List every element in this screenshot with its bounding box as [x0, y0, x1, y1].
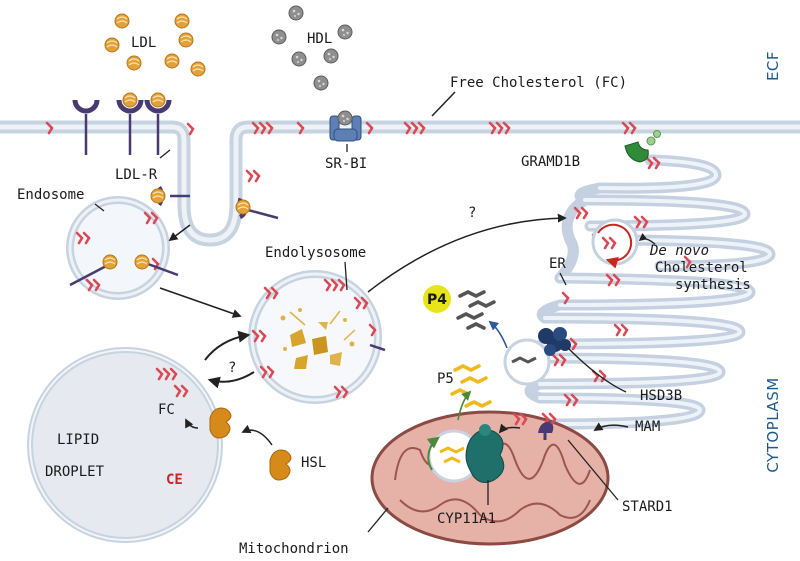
droplet-label: DROPLET [45, 464, 105, 480]
ce-label: CE [166, 472, 183, 488]
lipid-label: LIPID [57, 432, 99, 448]
lipid-droplet [27, 347, 223, 543]
hsl-enzyme [209, 407, 292, 481]
sr-bi-label: SR-BI [325, 156, 367, 172]
stard1-protein [538, 422, 554, 440]
gramd1b-label: GRAMD1B [521, 154, 580, 170]
ldl-label: LDL [131, 35, 156, 51]
droplet-to-endolysosome-arrow [204, 330, 251, 361]
er-label: ER [549, 256, 566, 272]
mitochondrion-label: Mitochondrion [239, 541, 349, 557]
fc-label: FC [158, 402, 175, 418]
question-left: ? [228, 360, 236, 376]
hdl-particles [271, 5, 353, 91]
hdl-label: HDL [307, 31, 332, 47]
endolysosome [248, 270, 386, 404]
hsd3b-circle [488, 320, 551, 386]
hsl-label: HSL [301, 455, 326, 471]
cyp11a1-enzyme [465, 424, 505, 483]
question-top: ? [468, 205, 476, 221]
p4-molecules [456, 290, 496, 330]
hsd3b-enzyme [538, 327, 571, 356]
cytoplasm-label: CYTOPLASM [764, 377, 782, 472]
cholesterol-label: Cholesterol [655, 260, 748, 276]
mito-p5-circle [426, 429, 481, 483]
ldl-r-label: LDL-R [115, 167, 158, 183]
endolysosome-label: Endolysosome [265, 245, 366, 261]
p4-label: P4 [427, 292, 447, 308]
de-novo-label: De novo [649, 243, 709, 259]
synthesis-label: synthesis [675, 277, 751, 293]
cyp11a1-label: CYP11A1 [437, 511, 496, 527]
ecf-label: ECF [764, 51, 782, 81]
mam-label: MAM [635, 419, 660, 435]
endolysosome-to-er-arrow [367, 213, 567, 293]
free-cholesterol-pointer [431, 91, 456, 117]
stard1-label: STARD1 [622, 499, 673, 515]
endolysosome-to-droplet-arrow [207, 371, 255, 389]
plasma-membrane [0, 120, 800, 247]
endosome-label: Endosome [17, 187, 84, 203]
sr-bi-receptor [329, 115, 362, 142]
p5-label: P5 [437, 371, 454, 387]
free-cholesterol-label: Free Cholesterol (FC) [450, 75, 627, 91]
ldl-receptors [72, 99, 172, 155]
hsd3b-label: HSD3B [640, 388, 682, 404]
p5-molecules [450, 364, 492, 408]
gramd1b-protein [624, 130, 661, 163]
endosome [66, 196, 179, 300]
de-novo-synthesis-circle [591, 218, 639, 269]
pit-receptors [154, 186, 279, 220]
p4-badge: P4 [423, 285, 451, 313]
